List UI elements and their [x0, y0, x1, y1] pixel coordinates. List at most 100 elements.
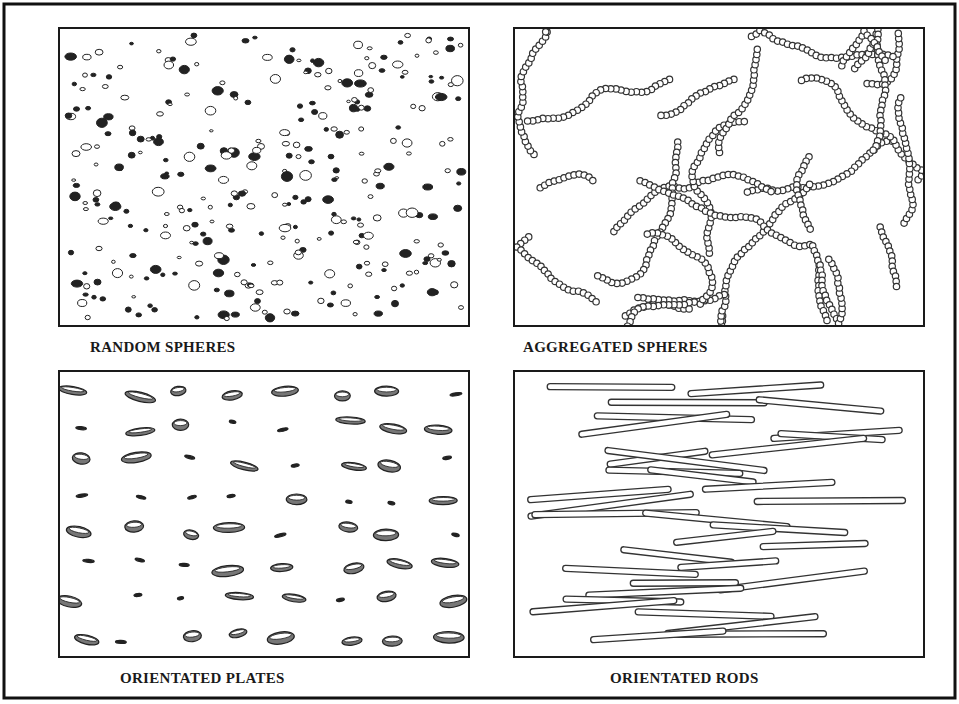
sphere-particle: [364, 106, 371, 111]
sphere-particle: [94, 163, 98, 166]
sphere-particle: [427, 289, 437, 296]
sphere-particle: [423, 262, 428, 265]
sphere-particle: [152, 308, 158, 312]
sphere-particle: [355, 80, 367, 87]
rod-particle: [635, 609, 774, 620]
aggregated-sphere: [543, 29, 549, 35]
sphere-particle: [115, 164, 124, 171]
sphere-particle: [164, 213, 169, 216]
sphere-particle: [212, 87, 223, 95]
sphere-particle: [130, 254, 136, 258]
sphere-particle: [179, 208, 184, 212]
sphere-particle: [65, 53, 77, 60]
sphere-particle: [319, 113, 327, 120]
plate-particle: [172, 419, 189, 430]
aggregated-sphere: [741, 118, 747, 124]
plate-face: [345, 563, 362, 571]
sphere-particle: [364, 245, 369, 249]
sphere-particle: [74, 107, 80, 111]
sphere-particle: [446, 45, 455, 51]
plate-particle: [270, 563, 293, 572]
plate-particle: [124, 520, 143, 532]
plate-particle: [177, 596, 184, 600]
sphere-particle: [96, 246, 102, 250]
rod-particle: [754, 497, 905, 504]
sphere-particle: [396, 126, 401, 129]
aggregated-sphere: [826, 256, 832, 262]
rod-particle: [563, 565, 699, 577]
sphere-particle: [286, 153, 292, 158]
figure-panel: AGGREGATED SPHERES: [513, 27, 925, 327]
sphere-particle: [327, 303, 333, 307]
sphere-particle: [112, 202, 120, 207]
sphere-particle: [315, 73, 321, 77]
plate-particle: [373, 529, 398, 541]
plate-outline: [336, 598, 344, 602]
plate-face: [285, 594, 304, 600]
sphere-particle: [144, 229, 148, 232]
sphere-particle: [250, 304, 260, 311]
plate-particle: [183, 528, 200, 541]
sphere-particle: [208, 205, 212, 209]
sphere-particle: [323, 196, 334, 204]
plate-outline: [83, 559, 95, 563]
sphere-particle: [104, 114, 113, 120]
sphere-particle: [448, 138, 453, 142]
rod-particle: [578, 411, 730, 438]
plate-outline: [291, 463, 299, 467]
sphere-particle: [304, 71, 308, 74]
aggregated-sphere: [658, 112, 664, 118]
sphere-particle: [359, 127, 364, 131]
rod-particle: [760, 540, 868, 549]
sphere-particle: [84, 284, 90, 289]
sphere-particle: [220, 81, 225, 85]
plate-particle: [429, 496, 457, 504]
sphere-particle: [201, 197, 205, 200]
sphere-particle: [66, 113, 76, 119]
plate-outline: [386, 557, 413, 571]
sphere-particle: [375, 169, 381, 173]
sphere-particle: [136, 313, 142, 317]
sphere-particle: [256, 290, 263, 295]
sphere-particle: [293, 225, 297, 228]
sphere-particle: [157, 50, 161, 53]
sphere-particle: [241, 280, 247, 285]
sphere-particle: [144, 277, 149, 280]
plate-outline: [439, 593, 468, 609]
sphere-particle: [248, 284, 254, 288]
sphere-particle: [201, 232, 206, 236]
rod-particle: [673, 528, 776, 546]
plate-particle: [336, 416, 366, 425]
sphere-particle: [106, 75, 111, 79]
plate-particle: [338, 521, 358, 533]
plate-particle: [225, 592, 254, 601]
sphere-particle: [95, 49, 103, 55]
plate-outline: [431, 557, 459, 569]
sphere-particle: [95, 203, 100, 206]
sphere-particle: [373, 215, 381, 221]
sphere-particle: [68, 250, 73, 255]
sphere-particle: [197, 143, 204, 149]
sphere-particle: [100, 297, 106, 301]
sphere-particle: [458, 43, 463, 47]
sphere-particle: [154, 138, 164, 146]
plate-particle: [341, 461, 367, 472]
sphere-particle: [281, 172, 292, 182]
sphere-particle: [332, 178, 337, 182]
sphere-particle: [406, 208, 418, 217]
plate-outline: [377, 458, 402, 474]
rod-particle: [702, 479, 835, 492]
panel-caption: AGGREGATED SPHERES: [523, 338, 708, 356]
sphere-particle: [402, 139, 412, 147]
plate-particle: [282, 593, 307, 604]
sphere-particle: [247, 283, 253, 287]
plate-face: [215, 566, 241, 574]
sphere-particle: [280, 130, 290, 136]
plate-face: [224, 391, 241, 398]
panel-caption: RANDOM SPHERES: [90, 338, 235, 356]
plate-outline: [228, 627, 247, 639]
sphere-particle: [247, 162, 257, 170]
sphere-particle: [93, 198, 99, 203]
sphere-particle: [296, 155, 301, 159]
plate-face: [124, 452, 148, 460]
